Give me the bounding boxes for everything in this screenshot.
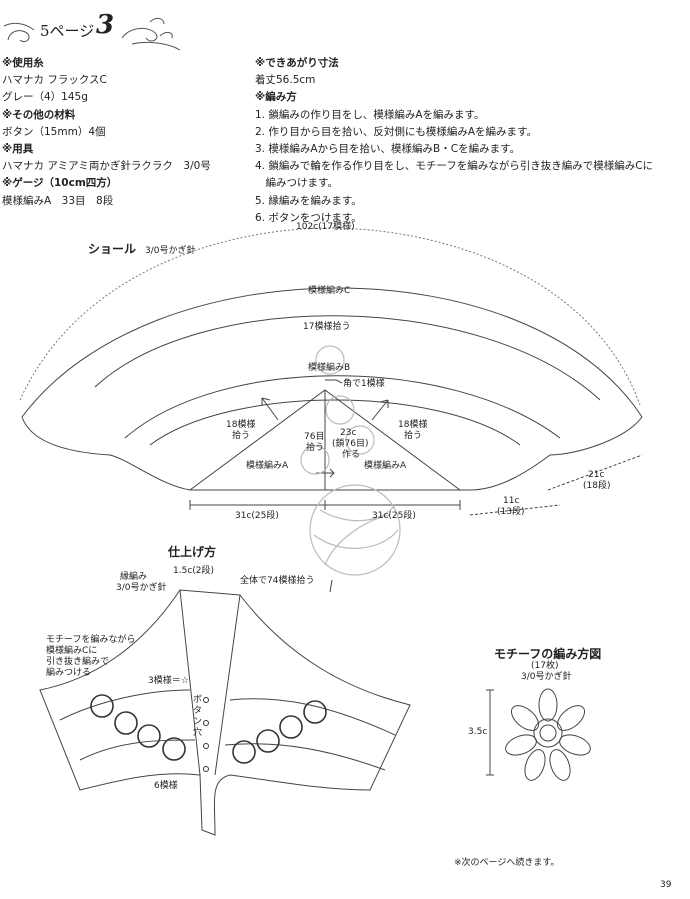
three-patterns-label: 3模様＝☆ xyxy=(148,676,189,686)
center-23-label: 23c xyxy=(340,428,357,438)
motif-note-2: 模様編みCに xyxy=(46,646,98,656)
motif-count: (17枚) xyxy=(531,661,559,671)
motif-circles xyxy=(90,694,327,764)
page-reference: 5ページ xyxy=(40,22,95,40)
pickup-74-label: 全体で74模様拾う xyxy=(240,576,315,586)
size-heading: ※できあがり寸法 xyxy=(255,57,339,69)
pattern-c-label: 模様編みC xyxy=(308,286,351,296)
six-patterns-label: 6模様 xyxy=(154,781,178,791)
pickup-18-right-sub: 拾う xyxy=(404,431,423,441)
corner-label: 角で1模様 xyxy=(343,379,385,389)
edge-label: 縁編み xyxy=(120,572,148,582)
yarn-name: ハマナカ フラックスC xyxy=(2,74,107,87)
finishing-title: 仕上げ方 xyxy=(168,545,217,559)
ornament-left-icon xyxy=(3,22,35,43)
step-6: 6. ボタンをつけます。 xyxy=(255,211,362,224)
side-11-sub: (13段) xyxy=(497,507,525,517)
ornament-right-icon xyxy=(121,17,181,51)
edge-width-label: 1.5c(2段) xyxy=(173,566,215,576)
bottom-left-width: 31c(25段) xyxy=(235,511,279,521)
step-3: 3. 模様編みAから目を拾い、模様編みB・Cを編みます。 xyxy=(255,143,521,156)
side-21-sub: (18段) xyxy=(583,481,611,491)
finished-size: 着丈56.5cm xyxy=(255,74,316,87)
motif-note-3: 引き抜き編みで xyxy=(46,657,110,667)
continued-note: ※次のページへ続きます。 xyxy=(454,858,560,868)
yarn-heading: ※使用糸 xyxy=(2,57,44,69)
pickup-18-left-sub: 拾う xyxy=(232,431,251,441)
center-23-sub: (鎖76目) xyxy=(332,439,369,449)
pattern-a-left: 模様編みA xyxy=(246,461,289,471)
motif-note-4: 編みつける xyxy=(46,668,92,678)
motif-hook: 3/0号かぎ針 xyxy=(521,672,572,682)
page-number: 39 xyxy=(660,880,672,890)
yarn-color: グレー（4）145g xyxy=(2,91,88,104)
shawl-diagram xyxy=(19,227,643,516)
bottom-right-width: 31c(25段) xyxy=(372,511,416,521)
pickup-17-label: 17模様拾う xyxy=(303,322,351,332)
step-4-continued: 編みつけます。 xyxy=(255,177,338,190)
shawl-hook: 3/0号かぎ針 xyxy=(145,246,196,256)
gauge-heading: ※ゲージ（10cm四方） xyxy=(2,177,118,190)
motif-chart xyxy=(486,688,591,781)
instructions-block: ※できあがり寸法 着丈56.5cm ※編み方 1. 鎖編みの作り目をし、模様編み… xyxy=(255,55,653,227)
motif-size: 3.5c xyxy=(468,727,488,737)
pickup-18-right: 18模様 xyxy=(398,420,428,430)
step-1: 1. 鎖編みの作り目をし、模様編みAを編みます。 xyxy=(255,108,485,121)
step-2: 2. 作り目から目を拾い、反対側にも模様編みAを編みます。 xyxy=(255,125,537,138)
tools-heading: ※用具 xyxy=(2,143,34,156)
button-markers xyxy=(203,697,209,772)
pattern-number: 3 xyxy=(96,10,115,40)
motif-chart-title: モチーフの編み方図 xyxy=(494,647,602,661)
method-heading: ※編み方 xyxy=(255,91,297,104)
side-11-label: 11c xyxy=(503,496,520,506)
yarn-ball-watermark-icon xyxy=(300,345,401,576)
gauge: 模様編みA 33目 8段 xyxy=(2,194,114,207)
shawl-top-width: 102c(17模様) xyxy=(296,222,355,232)
pattern-a-right: 模様編みA xyxy=(364,461,407,471)
finishing-diagram xyxy=(39,579,411,836)
button-hole-label: ボタン穴 xyxy=(193,695,203,738)
shawl-title: ショール xyxy=(88,242,137,256)
motif-note-1: モチーフを編みながら xyxy=(46,635,136,645)
other-materials-heading: ※その他の材料 xyxy=(2,108,76,121)
edge-hook: 3/0号かぎ針 xyxy=(116,583,167,593)
side-21-label: 21c xyxy=(588,470,605,480)
button-material: ボタン（15mm）4個 xyxy=(2,125,106,138)
tools: ハマナカ アミアミ両かぎ針ラクラク 3/0号 xyxy=(2,160,211,173)
materials-block: ※使用糸 ハマナカ フラックスC グレー（4）145g ※その他の材料 ボタン（… xyxy=(2,55,211,210)
pickup-76-sub: 拾う xyxy=(306,443,325,453)
pattern-b-label: 模様編みB xyxy=(308,363,351,373)
step-4: 4. 鎖編みで輪を作る作り目をし、モチーフを編みながら引き抜き編みで模様編みCに xyxy=(255,160,654,173)
step-5: 5. 縁編みを編みます。 xyxy=(255,194,362,207)
pickup-18-left: 18模様 xyxy=(226,420,256,430)
pickup-76-label: 76目 xyxy=(304,432,325,442)
center-23-sub2: 作る xyxy=(342,450,361,460)
